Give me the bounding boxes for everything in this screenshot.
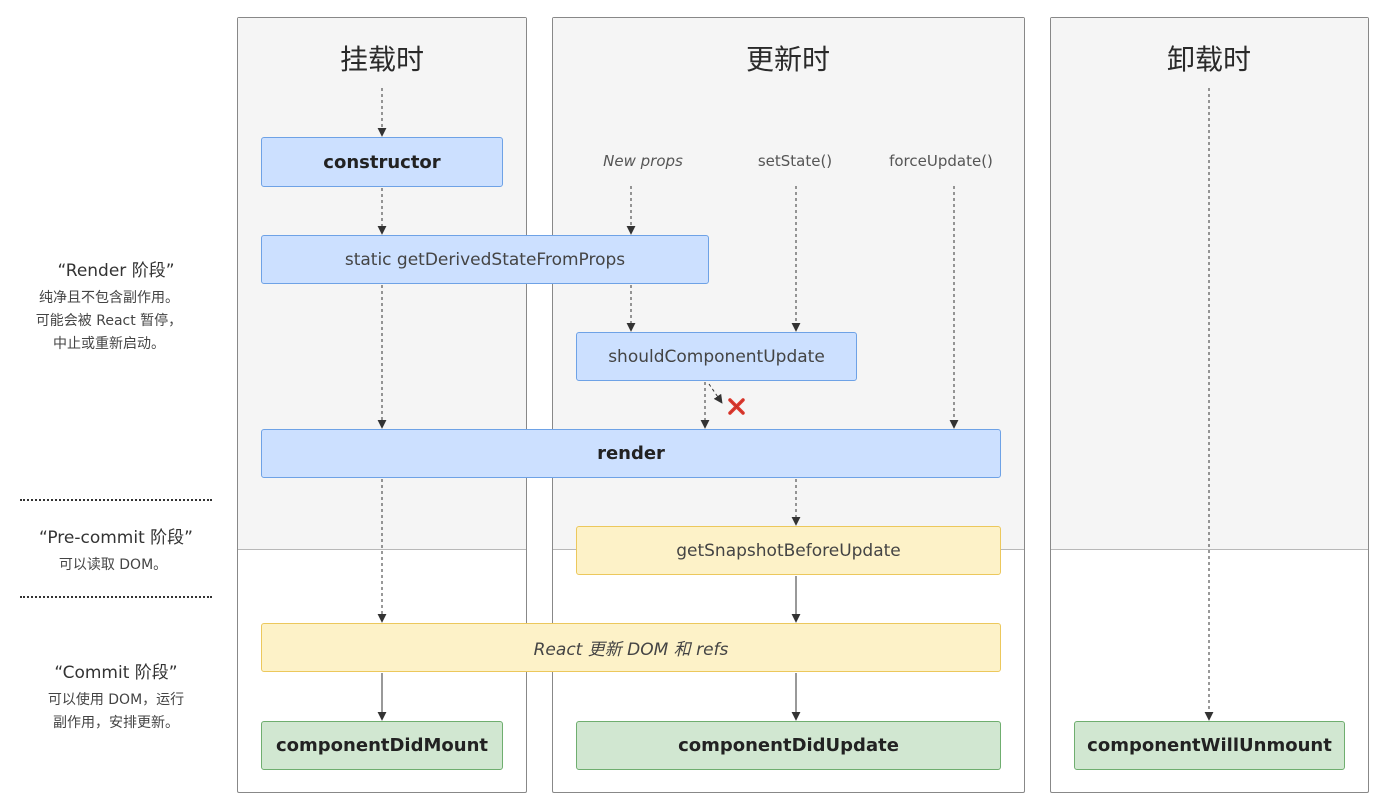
phase-render-title: “Render 阶段” [57,261,175,281]
unmount-column-title: 卸载时 [1166,43,1252,76]
phase-commit-line: 副作用，安排更新。 [53,715,179,731]
should-component-update-box: shouldComponentUpdate [576,332,857,381]
phase-render-description: 纯净且不包含副作用。 可能会被 React 暂停， 中止或重新启动。 [36,287,182,356]
mount-column-title: 挂载时 [339,43,425,76]
phase-render-line: 可能会被 React 暂停， [35,313,183,329]
force-update-trigger: forceUpdate() [889,152,993,170]
update-column-title: 更新时 [745,43,831,76]
phase-separator [20,499,212,501]
constructor-box: constructor [261,137,503,187]
phase-precommit-description: 可以读取 DOM。 [59,554,167,577]
phase-commit-title: “Commit 阶段” [54,663,178,683]
phase-precommit-title: “Pre-commit 阶段” [39,528,193,548]
phase-precommit-line: 可以读取 DOM。 [58,557,168,573]
mount-column [237,17,527,793]
phase-separator [20,596,212,598]
component-did-mount-box: componentDidMount [261,721,503,770]
component-did-update-box: componentDidUpdate [576,721,1001,770]
phase-commit-line: 可以使用 DOM，运行 [47,692,185,708]
react-updates-dom-box: React 更新 DOM 和 refs [261,623,1001,672]
unmount-column [1050,17,1369,793]
phase-render-line: 纯净且不包含副作用。 [38,290,179,306]
update-column [552,17,1025,793]
component-will-unmount-box: componentWillUnmount [1074,721,1345,770]
phase-render-line: 中止或重新启动。 [52,336,165,352]
render-box: render [261,429,1001,478]
phase-commit-description: 可以使用 DOM，运行 副作用，安排更新。 [48,689,184,735]
get-derived-state-from-props-box: static getDerivedStateFromProps [261,235,709,284]
render-phase-background [1051,18,1368,550]
set-state-trigger: setState() [757,152,833,170]
new-props-trigger: New props [603,152,683,170]
get-snapshot-before-update-box: getSnapshotBeforeUpdate [576,526,1001,575]
